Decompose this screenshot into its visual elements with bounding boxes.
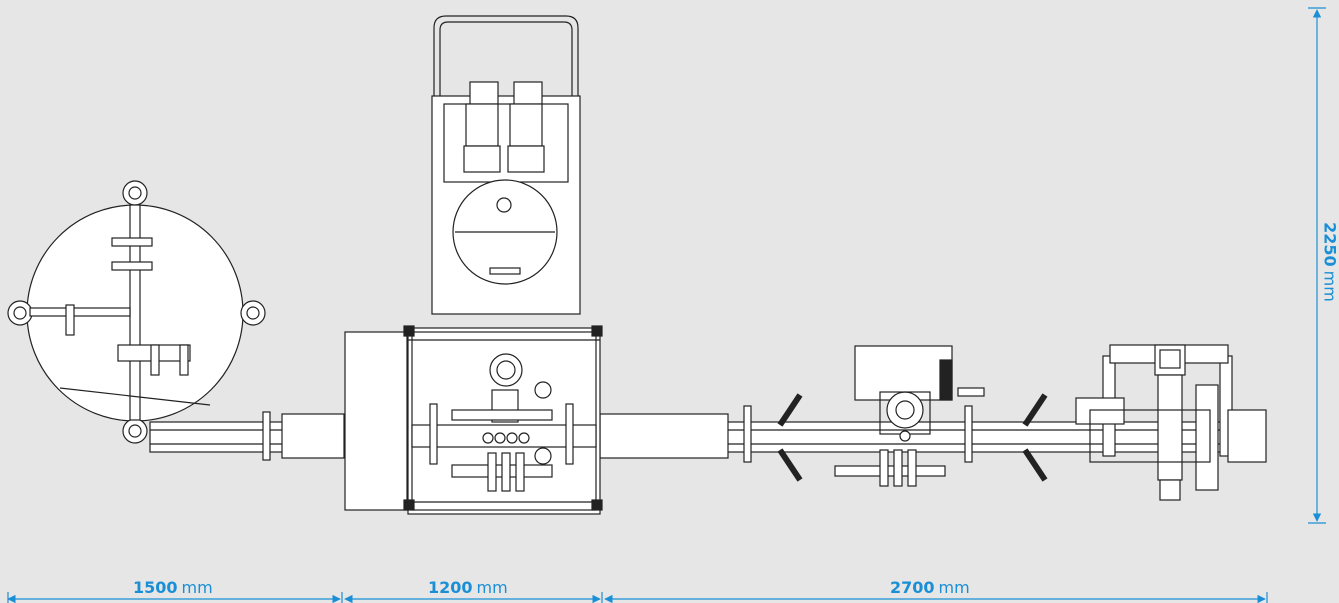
labeling-unit bbox=[1075, 344, 1267, 501]
dimension-lines bbox=[7, 7, 1326, 603]
inspection-unit bbox=[834, 345, 985, 487]
dimension-value: 2250 bbox=[1320, 222, 1339, 267]
dimension-value: 2700 bbox=[890, 578, 935, 597]
dimension-value: 1200 bbox=[428, 578, 473, 597]
dimension-unit: mm bbox=[938, 578, 970, 597]
guide-arms bbox=[777, 393, 1048, 482]
dimension-label-2250: 2250 mm bbox=[1321, 222, 1339, 302]
conveyor-rail bbox=[149, 413, 1266, 459]
guide-posts bbox=[262, 403, 973, 465]
dimension-unit: mm bbox=[181, 578, 213, 597]
rotary-table bbox=[7, 180, 266, 444]
dimension-unit: mm bbox=[476, 578, 508, 597]
cap-hopper bbox=[431, 15, 581, 315]
capping-machine bbox=[344, 325, 603, 515]
dimension-unit: mm bbox=[1320, 270, 1339, 302]
dimension-value: 1500 bbox=[133, 578, 178, 597]
